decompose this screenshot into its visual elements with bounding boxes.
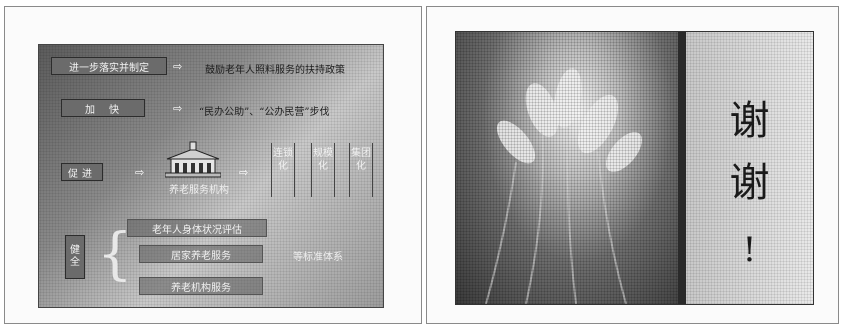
right-arrow-icon: ⇨	[135, 166, 145, 179]
institution-item: 养老机构服务	[139, 277, 263, 295]
right-arrow-icon: ⇨	[173, 102, 183, 115]
assessment-item: 老年人身体状况评估	[127, 219, 267, 237]
row4-side-text: 等标准体系	[293, 252, 343, 263]
tulip-photo	[456, 32, 678, 304]
home-care-item: 居家养老服务	[139, 245, 263, 263]
exclamation-mark: !	[742, 230, 757, 270]
left-page-panel: 进一步落实并制定 ⇨ 鼓励老年人照料服务的扶持政策 加快 ⇨ “民办公助”、“公…	[4, 6, 422, 324]
right-arrow-icon: ⇨	[173, 60, 183, 73]
building-icon	[165, 141, 221, 178]
row2-box: 加快	[61, 99, 145, 117]
tulip-flowers	[485, 68, 642, 304]
thanks-char-2: 谢	[729, 160, 770, 206]
left-brace-icon: {	[97, 222, 133, 287]
right-arrow-icon: ⇨	[239, 166, 249, 179]
divider-bar	[678, 32, 686, 304]
row1-text: 鼓励老年人照料服务的扶持政策	[205, 65, 345, 76]
left-slide: 进一步落实并制定 ⇨ 鼓励老年人照料服务的扶持政策 加快 ⇨ “民办公助”、“公…	[38, 44, 384, 308]
right-page-panel: 谢 谢 !	[426, 6, 839, 324]
row2-text: “民办公助”、“公办民营”步伐	[199, 107, 330, 118]
column-3: 集团化	[349, 143, 373, 197]
row4-box: 健全	[65, 235, 85, 279]
column-2: 规模化	[311, 143, 335, 197]
row1-box: 进一步落实并制定	[51, 57, 167, 75]
right-slide: 谢 谢 !	[455, 31, 814, 305]
building-label: 养老服务机构	[169, 185, 229, 196]
thanks-panel: 谢 谢 !	[686, 32, 813, 304]
row3-box: 促进	[61, 163, 103, 181]
column-1: 连锁化	[271, 143, 295, 197]
thanks-char-1: 谢	[729, 98, 770, 144]
